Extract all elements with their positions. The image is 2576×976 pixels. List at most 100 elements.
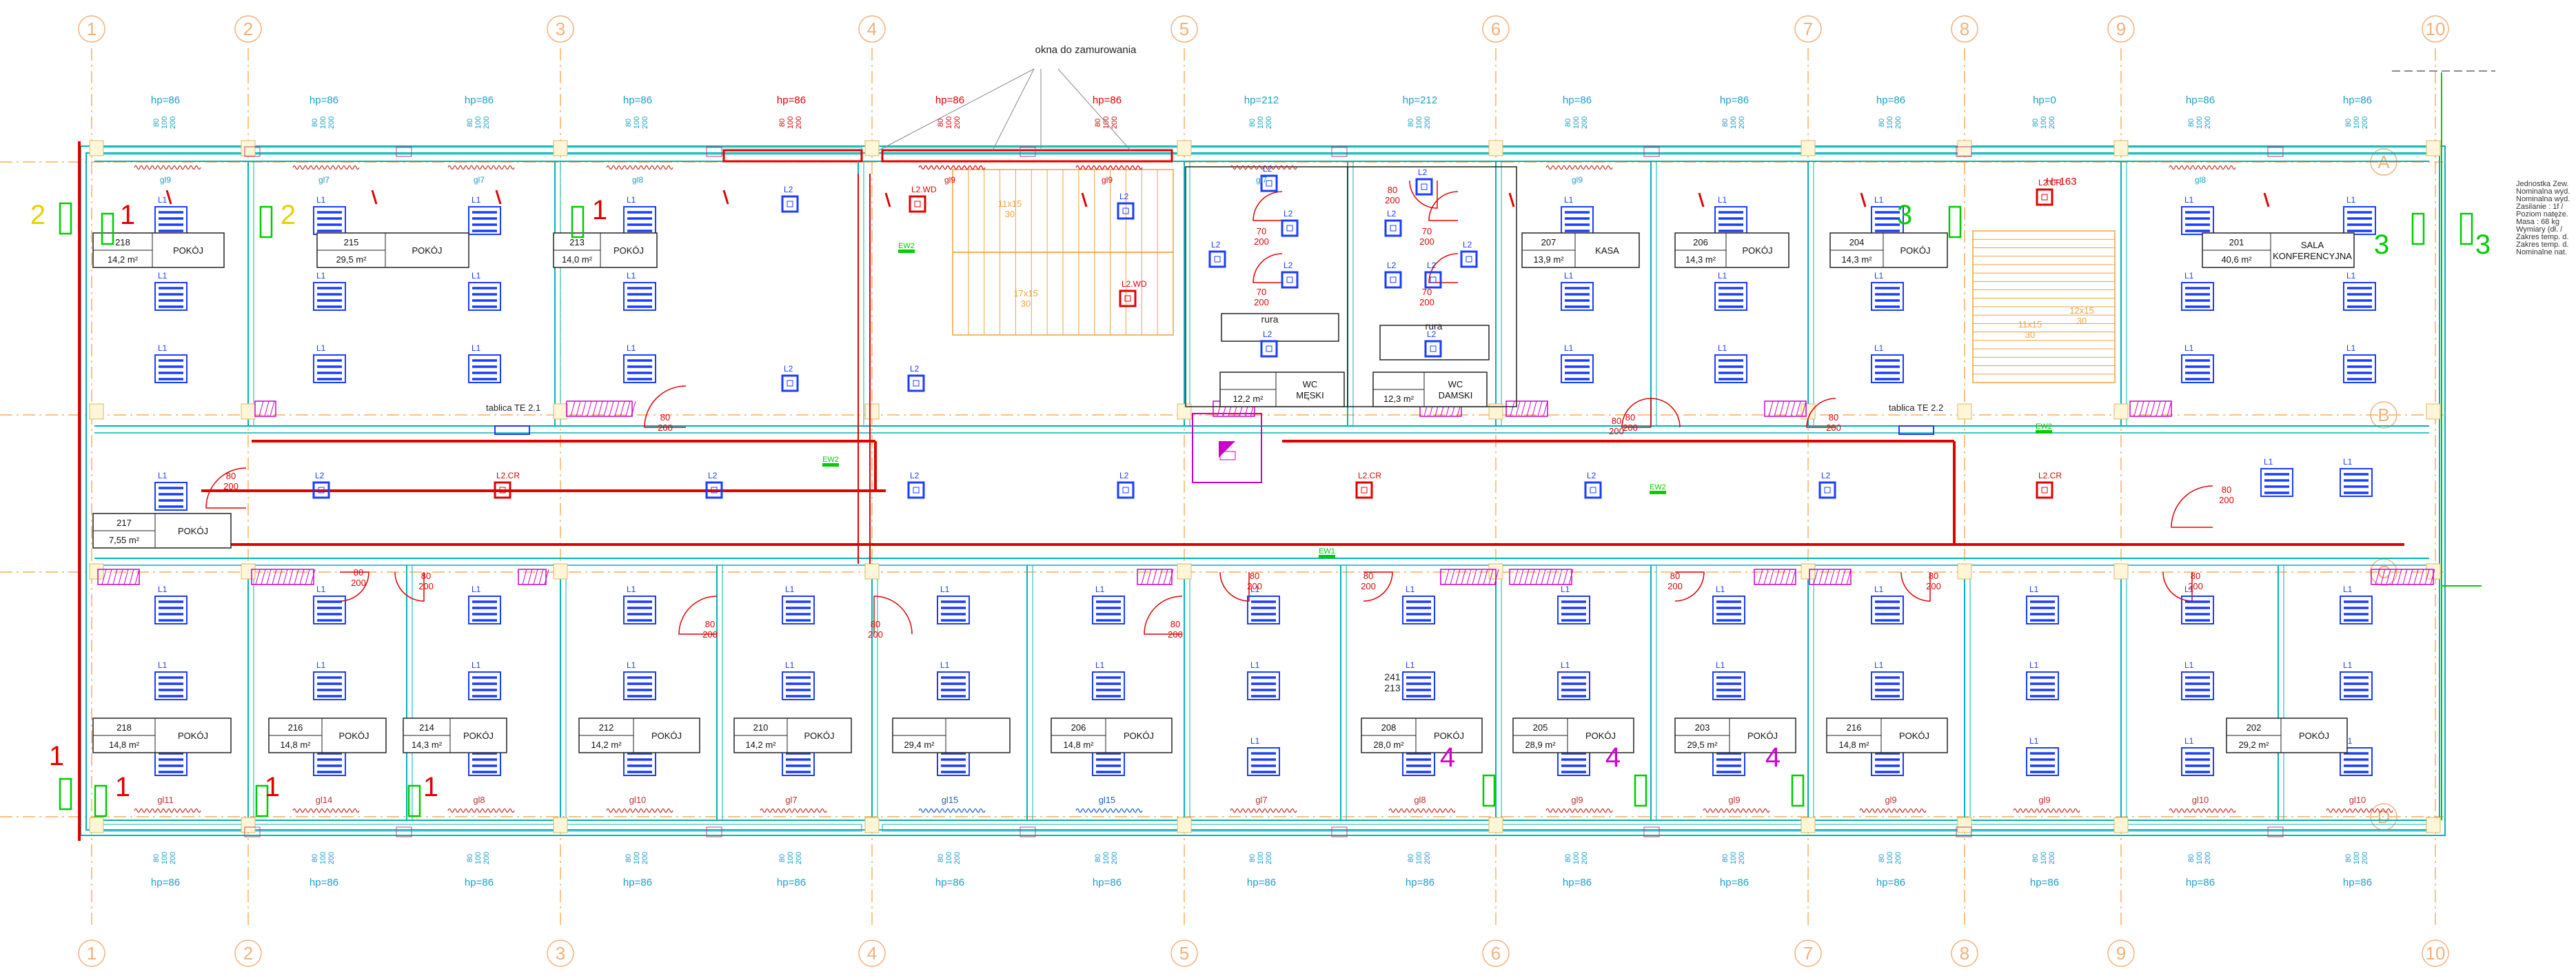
room-name: POKÓJ bbox=[804, 731, 834, 741]
unit-box bbox=[705, 481, 723, 499]
unit-label: L2 bbox=[1387, 261, 1397, 270]
door-label: 80 bbox=[226, 471, 236, 481]
column bbox=[1177, 140, 1192, 156]
window-gl: gl8 bbox=[473, 795, 485, 805]
room-area: 14,3 m² bbox=[1841, 254, 1872, 265]
legend-line: Zasilanie : 1f / bbox=[2516, 203, 2564, 211]
window-hp: hp=86 bbox=[935, 94, 964, 106]
door-label: 80 bbox=[1388, 185, 1397, 195]
room-name: POKÓJ bbox=[173, 245, 203, 256]
window-gl: gl8 bbox=[2195, 175, 2206, 185]
radiator-hatch-line bbox=[1769, 569, 1774, 585]
unit-label: L1 bbox=[1564, 195, 1574, 205]
unit-box-inner bbox=[1266, 345, 1272, 352]
radiator-hatch-line bbox=[1763, 569, 1769, 585]
unit-box bbox=[1260, 174, 1278, 192]
unit-box bbox=[1584, 481, 1602, 499]
radiator-outline bbox=[251, 569, 314, 585]
window-size-label: 80 bbox=[152, 119, 161, 127]
outdoor-unit bbox=[1791, 774, 1805, 807]
room-name: POKÓJ bbox=[1899, 731, 1929, 741]
radiator-hatch-line bbox=[1141, 569, 1146, 585]
radiator-hatch-line bbox=[294, 569, 299, 585]
radiator-hatch-line bbox=[1444, 569, 1450, 585]
unit-box bbox=[1415, 178, 1433, 196]
unit-frame bbox=[154, 354, 187, 383]
unit-frame bbox=[1247, 747, 1280, 776]
unit-frame bbox=[1402, 671, 1435, 700]
unit-frame bbox=[1561, 354, 1594, 383]
window-wave bbox=[2326, 808, 2393, 813]
window-size-label: 200 bbox=[795, 852, 803, 864]
column bbox=[864, 403, 880, 420]
grid-axis-label: 1 bbox=[87, 943, 97, 964]
room-area: 7,55 m² bbox=[109, 535, 140, 545]
window-wave bbox=[1545, 165, 1613, 170]
window-gl: gl11 bbox=[157, 795, 174, 805]
radiator-hatch-line bbox=[1168, 569, 1174, 585]
window-hp: hp=212 bbox=[1244, 94, 1279, 106]
window-size-label: 200 bbox=[1265, 852, 1273, 864]
radiator-hatch-line bbox=[2139, 400, 2144, 417]
indoor-unit-l1: L1 bbox=[1561, 271, 1594, 311]
grid-axis-bubble bbox=[1482, 15, 1510, 43]
room-area: 14,3 m² bbox=[412, 740, 443, 750]
wall-marker bbox=[1331, 826, 1348, 837]
door-label: 200 bbox=[868, 629, 883, 640]
door-swing bbox=[1252, 253, 1283, 283]
room-area: 14,3 m² bbox=[1685, 254, 1716, 265]
radiator-hatch-line bbox=[544, 569, 549, 585]
wall-marker bbox=[1331, 146, 1348, 157]
unit-label: L2 bbox=[315, 471, 325, 480]
pipe-label: rura bbox=[1426, 321, 1443, 332]
column bbox=[2113, 817, 2129, 833]
window-wave bbox=[2013, 808, 2080, 813]
unit-box bbox=[1117, 481, 1135, 499]
stair-label: 11x15 bbox=[998, 199, 1022, 209]
window-size-label: 80 bbox=[1878, 854, 1886, 862]
window-size-label: 200 bbox=[641, 852, 649, 864]
grid-axis-label: 7 bbox=[1803, 19, 1813, 39]
radiator-hatch-line bbox=[310, 569, 316, 585]
column bbox=[89, 140, 104, 156]
stair-label: 17x15 bbox=[1013, 288, 1037, 298]
window-size-label: 200 bbox=[1423, 116, 1432, 129]
window-size-label: 200 bbox=[483, 116, 491, 129]
window-gl: gl10 bbox=[629, 795, 647, 805]
radiator-hatch-line bbox=[609, 400, 614, 417]
door-label: 80 bbox=[1625, 412, 1635, 423]
grid-axis-label: B bbox=[2377, 405, 2389, 425]
unit-label: L1 bbox=[471, 195, 481, 205]
door-swing bbox=[1409, 180, 1438, 209]
radiator-hatch-line bbox=[1758, 569, 1763, 585]
walled-window bbox=[722, 149, 863, 163]
window-size-label: 80 bbox=[1248, 854, 1257, 862]
window-hp: hp=86 bbox=[465, 94, 494, 106]
unit-box bbox=[494, 481, 511, 499]
stair-label: 30 bbox=[1021, 298, 1031, 309]
column bbox=[89, 563, 104, 580]
wall-marker bbox=[1956, 826, 1972, 837]
unit-label: L1 bbox=[627, 343, 636, 353]
unit-frame bbox=[468, 282, 501, 311]
unit-frame bbox=[2343, 354, 2376, 383]
indoor-unit-l1: L1 bbox=[313, 660, 346, 700]
radiator-hatch-line bbox=[1524, 569, 1530, 585]
unit-box-inner bbox=[1122, 487, 1129, 494]
window-size-label: 100 bbox=[161, 116, 169, 129]
radiator-hatch bbox=[1137, 569, 1174, 585]
indoor-unit-l1: L1 bbox=[1247, 736, 1280, 776]
window-size-label: 80 bbox=[937, 854, 945, 862]
window-wave bbox=[134, 808, 201, 813]
shaft-symbol bbox=[1219, 451, 1236, 460]
unit-label: L1 bbox=[1250, 584, 1260, 594]
